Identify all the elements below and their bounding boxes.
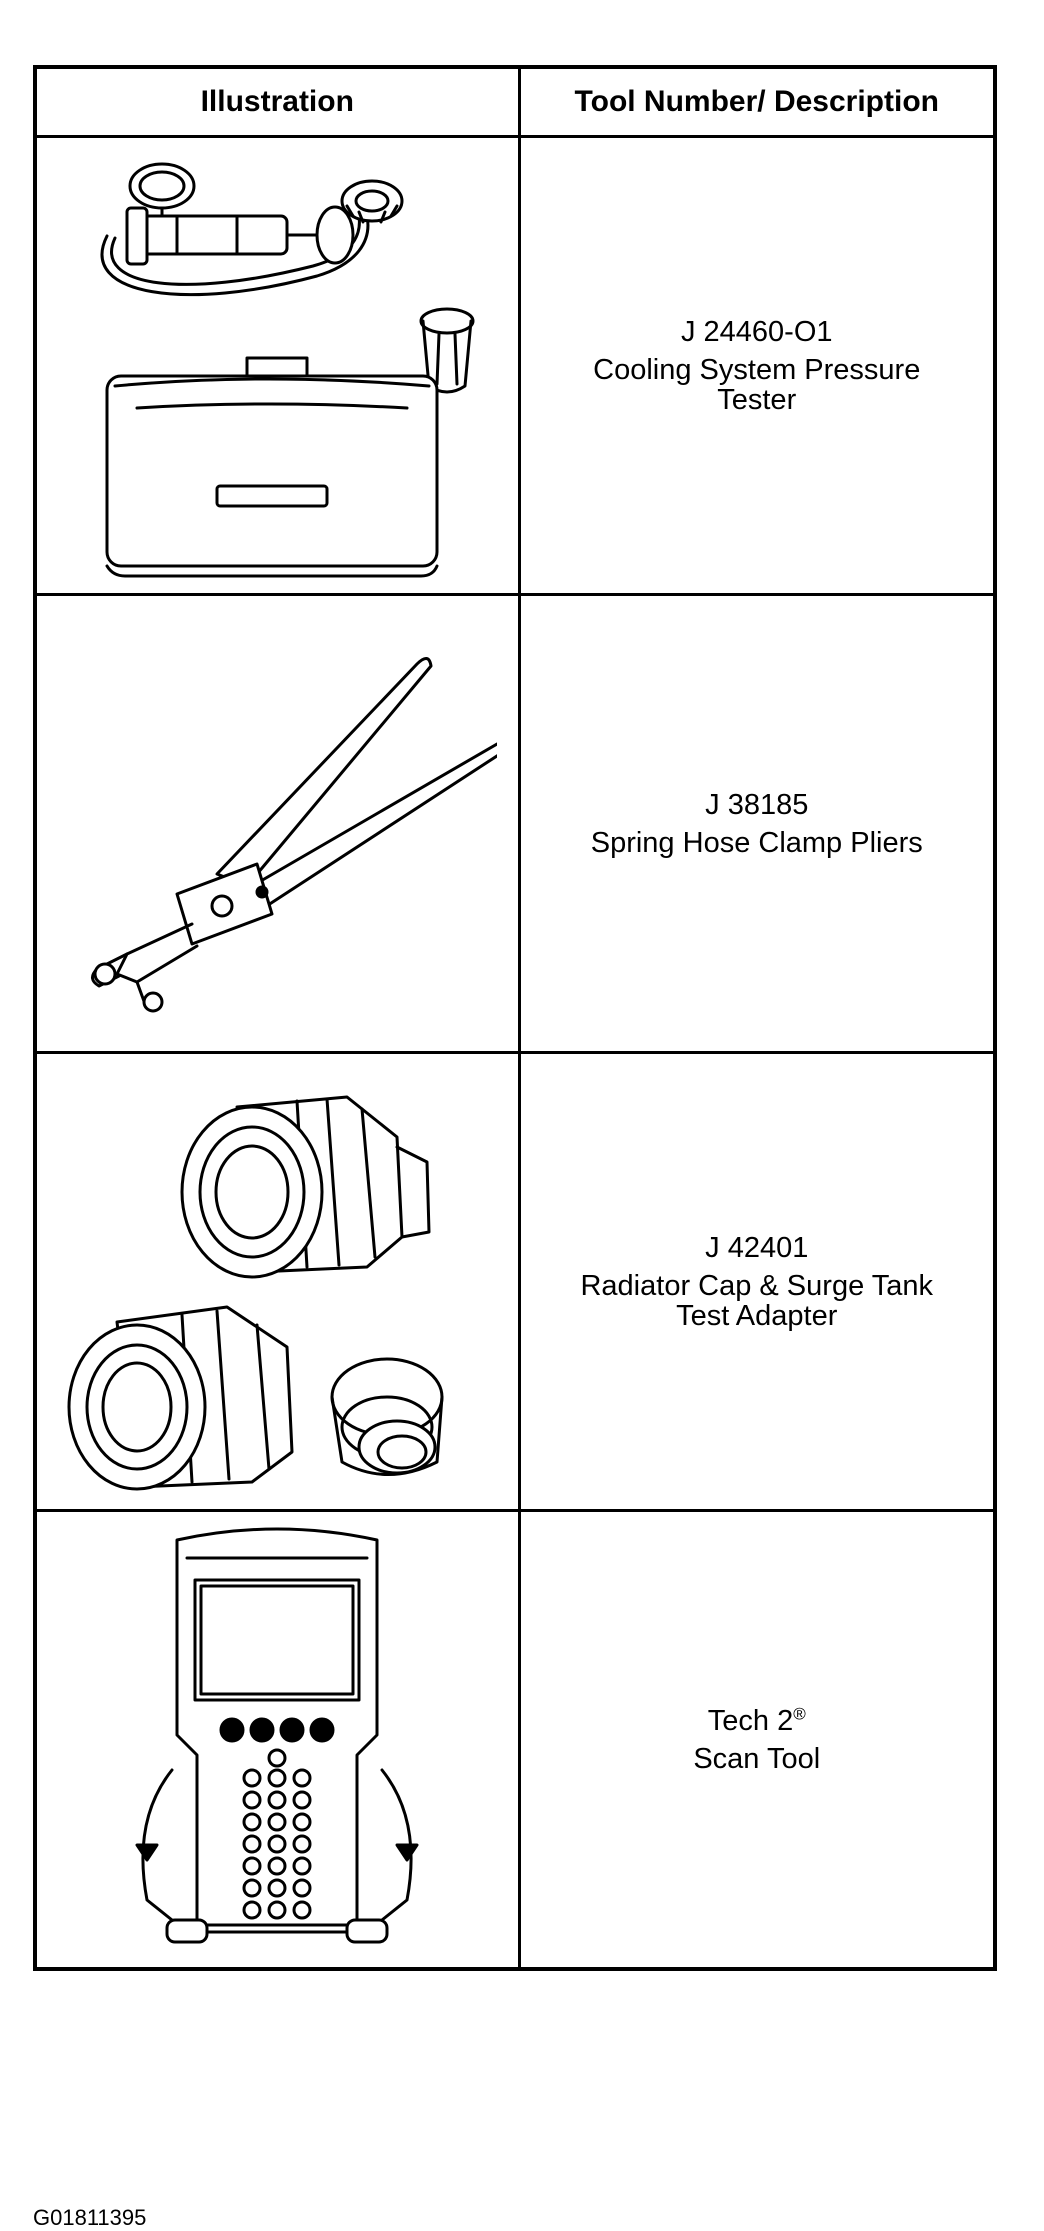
tool-description-line: Test Adapter <box>676 1299 838 1332</box>
table-row: J 42401 Radiator Cap & Surge Tank Test A… <box>33 1051 997 1512</box>
scan-tool-icon <box>135 1527 419 1943</box>
table-header-row: Illustration Tool Number/ Description <box>33 65 997 138</box>
tool-description-line: Cooling System Pressure <box>593 353 921 386</box>
illustration-cell <box>33 1051 521 1512</box>
illustration-cell <box>33 593 521 1054</box>
special-tools-table: Illustration Tool Number/ Description <box>33 65 997 1971</box>
cooling-system-pressure-tester-icon <box>100 162 475 577</box>
table-row: J 38185 Spring Hose Clamp Pliers <box>33 593 997 1054</box>
tool-description-line: Radiator Cap & Surge Tank <box>580 1269 933 1302</box>
tool-number: J 42401 <box>705 1231 809 1264</box>
tool-number: J 38185 <box>705 788 809 821</box>
tool-description-line: Spring Hose Clamp Pliers <box>590 826 923 859</box>
tool-description-line: Tester <box>717 383 797 416</box>
figure-id: G01811395 <box>33 2205 147 2230</box>
spring-hose-clamp-pliers-icon <box>91 656 498 1012</box>
illustration-cell <box>33 135 521 596</box>
table-row: Tech 2® Scan Tool <box>33 1509 997 1971</box>
registered-mark: ® <box>793 1703 806 1723</box>
tool-sheet: Illustration Tool Number/ Description <box>33 65 997 2230</box>
tool-number: J 24460-O1 <box>680 315 833 348</box>
radiator-cap-test-adapter-icon <box>67 1095 444 1490</box>
header-tool-description: Tool Number/ Description <box>517 65 997 138</box>
table-row: J 24460-O1 Cooling System Pressure Teste… <box>33 135 997 596</box>
tool-description-cell: J 42401 Radiator Cap & Surge Tank Test A… <box>517 1051 997 1512</box>
tool-description-cell: J 38185 Spring Hose Clamp Pliers <box>517 593 997 1054</box>
tool-number-wrapper: Tech 2® <box>521 1703 994 1737</box>
tool-description-cell: J 24460-O1 Cooling System Pressure Teste… <box>517 135 997 596</box>
illustration-cell <box>33 1509 521 1971</box>
tool-description-cell: Tech 2® Scan Tool <box>517 1509 997 1971</box>
tool-number: Tech 2 <box>707 1704 794 1737</box>
tool-description-line: Scan Tool <box>693 1742 821 1775</box>
header-illustration: Illustration <box>33 65 521 138</box>
